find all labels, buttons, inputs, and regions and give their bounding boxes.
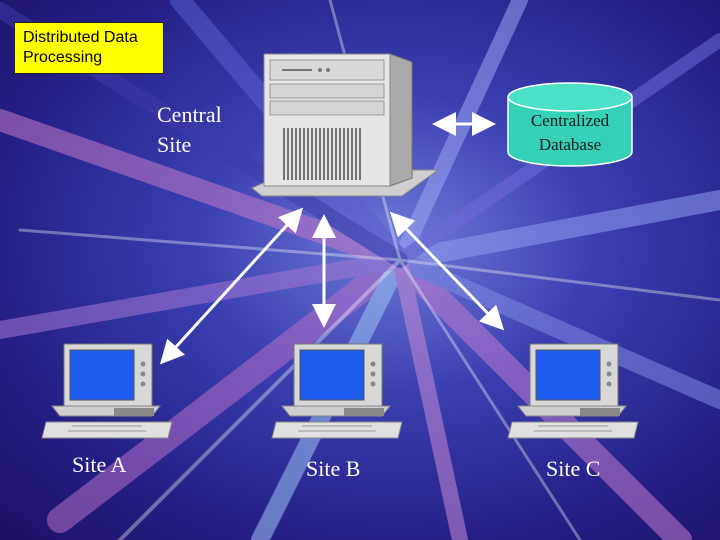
computer-icon-site-b: [271, 343, 403, 439]
site-b-label: Site B: [306, 456, 361, 481]
computer-icon-site-a: [41, 343, 173, 439]
computer-icon-site-c: [507, 343, 639, 439]
server-icon: [251, 53, 440, 197]
site-c-label: Site C: [546, 456, 601, 481]
central-site-label: Central Site: [157, 102, 222, 157]
site-a-label: Site A: [72, 452, 127, 477]
arrow-server-site-a: [159, 207, 304, 365]
database-label: Centralized Database: [530, 111, 610, 154]
arrow-server-site-c: [389, 211, 505, 331]
slide-title: Distributed Data Processing: [14, 22, 164, 74]
database-icon: [507, 82, 633, 167]
